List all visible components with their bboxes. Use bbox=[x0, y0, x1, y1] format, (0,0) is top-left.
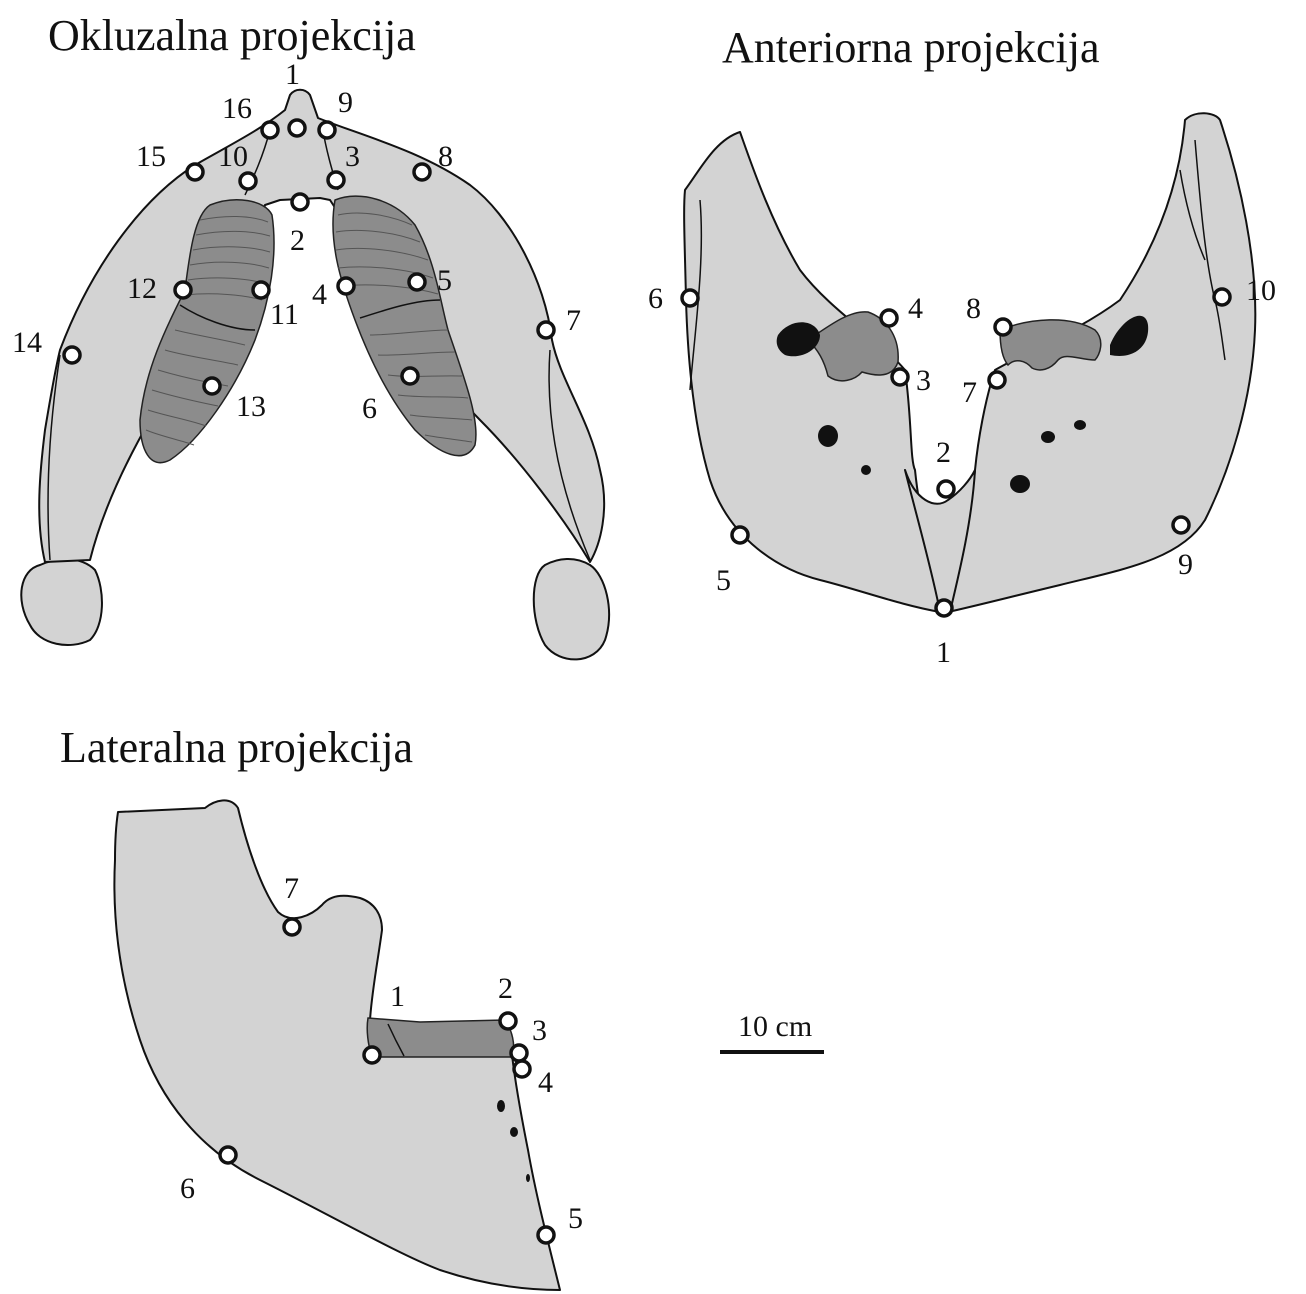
occlusal-landmark-11 bbox=[253, 282, 269, 298]
occlusal-landmark-2 bbox=[292, 194, 308, 210]
lateral-landmark-3 bbox=[511, 1045, 527, 1061]
occlusal-label-5: 5 bbox=[437, 264, 452, 297]
anterior-label-8: 8 bbox=[966, 292, 981, 325]
anterior-label-5: 5 bbox=[716, 564, 731, 597]
lateral-landmark-5 bbox=[538, 1227, 554, 1243]
occlusal-landmark-16 bbox=[262, 122, 278, 138]
lateral-tooth-row bbox=[367, 1018, 513, 1057]
anterior-label-4: 4 bbox=[908, 292, 923, 325]
occlusal-right-condyle bbox=[534, 559, 609, 659]
lateral-label-6: 6 bbox=[180, 1172, 195, 1205]
scale-bar-label: 10 cm bbox=[738, 1010, 812, 1043]
lateral-label-5: 5 bbox=[568, 1202, 583, 1235]
occlusal-landmark-15 bbox=[187, 164, 203, 180]
anterior-foramen-3 bbox=[1041, 431, 1055, 443]
anterior-landmark-8 bbox=[995, 319, 1011, 335]
lateral-label-2: 2 bbox=[498, 972, 513, 1005]
anterior-title: Anteriorna projekcija bbox=[722, 23, 1100, 72]
occlusal-landmark-4 bbox=[338, 278, 354, 294]
anterior-label-10: 10 bbox=[1246, 274, 1276, 307]
lateral-label-3: 3 bbox=[532, 1014, 547, 1047]
lateral-landmark-6 bbox=[220, 1147, 236, 1163]
anterior-landmark-2 bbox=[938, 481, 954, 497]
occlusal-landmark-10 bbox=[240, 173, 256, 189]
anterior-label-7: 7 bbox=[962, 376, 977, 409]
anterior-landmark-9 bbox=[1173, 517, 1189, 533]
occlusal-label-13: 13 bbox=[236, 390, 266, 423]
occlusal-landmark-14 bbox=[64, 347, 80, 363]
occlusal-landmark-6 bbox=[402, 368, 418, 384]
occlusal-landmark-3 bbox=[328, 172, 344, 188]
anterior-label-6: 6 bbox=[648, 282, 663, 315]
anterior-landmark-1 bbox=[936, 600, 952, 616]
occlusal-label-3: 3 bbox=[345, 140, 360, 173]
occlusal-jaw-outline bbox=[39, 90, 604, 562]
anterior-landmark-4 bbox=[881, 310, 897, 326]
occlusal-label-11: 11 bbox=[270, 298, 299, 331]
anterior-landmark-3 bbox=[892, 369, 908, 385]
lateral-foramen-3 bbox=[526, 1174, 530, 1182]
occlusal-left-condyle bbox=[21, 559, 102, 645]
lateral-label-7: 7 bbox=[284, 872, 299, 905]
occlusal-label-14: 14 bbox=[12, 326, 42, 359]
occlusal-landmark-5 bbox=[409, 274, 425, 290]
occlusal-landmark-7 bbox=[538, 322, 554, 338]
occlusal-label-12: 12 bbox=[127, 272, 157, 305]
occlusal-label-9: 9 bbox=[338, 86, 353, 119]
lateral-view: 1 2 3 4 5 6 7 bbox=[114, 800, 583, 1290]
lateral-landmark-7 bbox=[284, 919, 300, 935]
occlusal-landmark-12 bbox=[175, 282, 191, 298]
anterior-right-half bbox=[948, 113, 1255, 612]
lateral-label-1: 1 bbox=[390, 980, 405, 1013]
occlusal-label-7: 7 bbox=[566, 304, 581, 337]
occlusal-label-4: 4 bbox=[312, 278, 327, 311]
anterior-view: 1 2 3 4 5 6 7 8 9 10 bbox=[648, 113, 1276, 669]
anterior-label-2: 2 bbox=[936, 436, 951, 469]
lateral-landmark-1 bbox=[364, 1047, 380, 1063]
anterior-foramen-1 bbox=[818, 425, 838, 447]
occlusal-title: Okluzalna projekcija bbox=[48, 11, 416, 60]
occlusal-landmark-13 bbox=[204, 378, 220, 394]
scale-bar: 10 cm bbox=[720, 1010, 824, 1052]
lateral-title: Lateralna projekcija bbox=[60, 723, 413, 772]
anterior-label-3: 3 bbox=[916, 364, 931, 397]
anterior-label-9: 9 bbox=[1178, 548, 1193, 581]
anterior-label-1: 1 bbox=[936, 636, 951, 669]
occlusal-landmark-1 bbox=[289, 120, 305, 136]
anterior-landmark-6 bbox=[682, 290, 698, 306]
anterior-foramen-2 bbox=[861, 465, 871, 475]
anterior-foramen-4 bbox=[1074, 420, 1086, 430]
lateral-label-4: 4 bbox=[538, 1066, 553, 1099]
anterior-landmark-5 bbox=[732, 527, 748, 543]
lateral-landmark-4 bbox=[514, 1061, 530, 1077]
anterior-foramen-5 bbox=[1010, 475, 1030, 493]
anterior-landmark-10 bbox=[1214, 289, 1230, 305]
lateral-foramen-2 bbox=[510, 1127, 518, 1137]
occlusal-view: 1 2 3 4 5 6 7 8 9 10 11 12 13 14 15 16 bbox=[12, 58, 609, 659]
occlusal-label-10: 10 bbox=[218, 140, 248, 173]
anterior-landmark-7 bbox=[989, 372, 1005, 388]
occlusal-label-8: 8 bbox=[438, 140, 453, 173]
occlusal-landmark-8 bbox=[414, 164, 430, 180]
occlusal-label-2: 2 bbox=[290, 224, 305, 257]
occlusal-landmark-9 bbox=[319, 122, 335, 138]
occlusal-label-15: 15 bbox=[136, 140, 166, 173]
occlusal-label-1: 1 bbox=[285, 58, 300, 91]
lateral-foramen-1 bbox=[497, 1100, 505, 1112]
lateral-landmark-2 bbox=[500, 1013, 516, 1029]
occlusal-label-16: 16 bbox=[222, 92, 252, 125]
occlusal-label-6: 6 bbox=[362, 392, 377, 425]
